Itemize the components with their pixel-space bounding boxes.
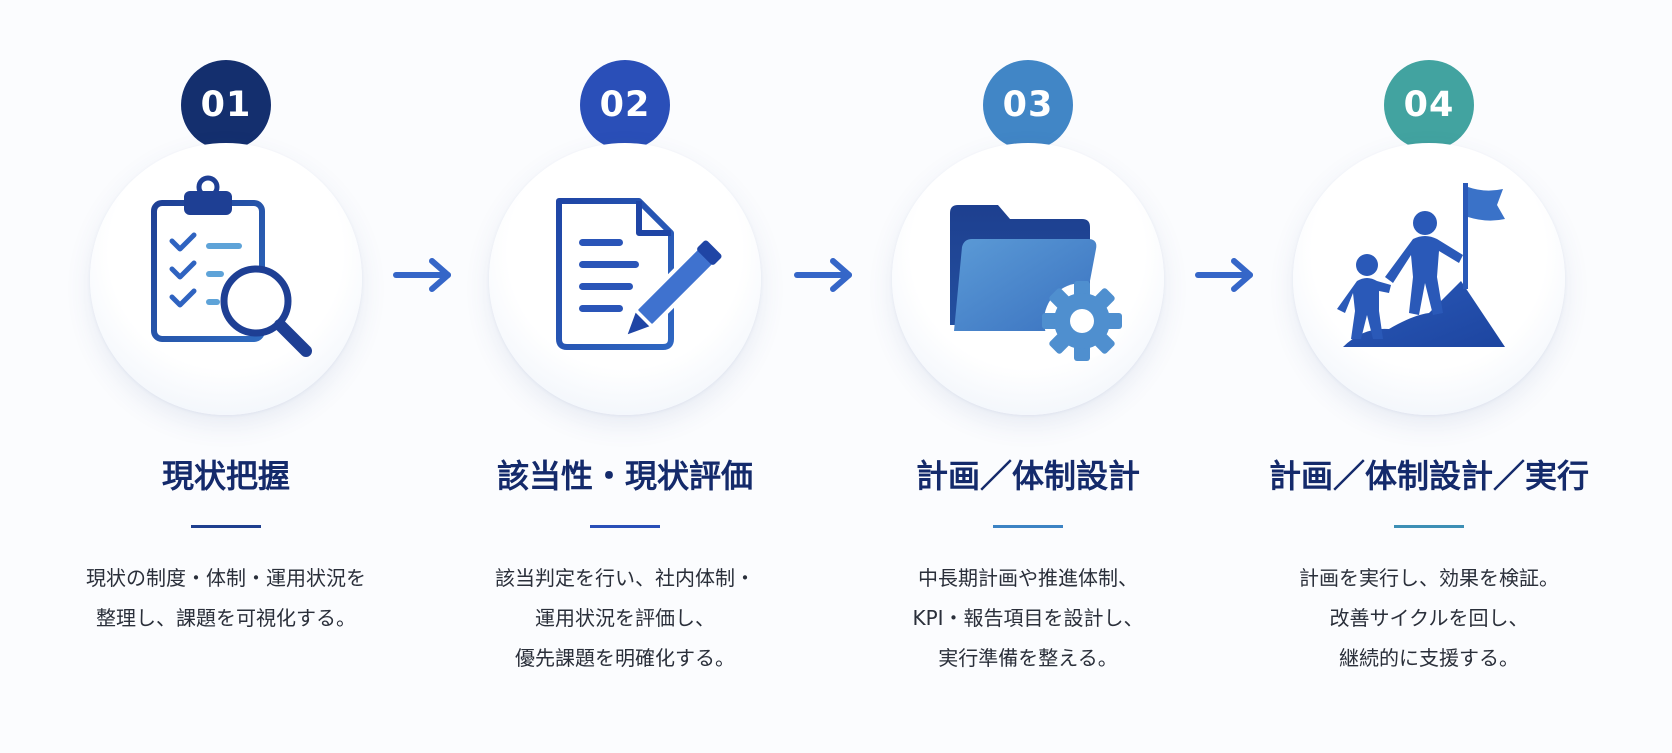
description-line: 計画を実行し、効果を検証。: [1299, 566, 1559, 590]
step-description: 該当判定を行い、社内体制・ 運用状況を評価し、 優先課題を明確化する。: [425, 558, 825, 678]
mountain-flag-icon: [1337, 183, 1505, 347]
title-underline: [1394, 525, 1464, 528]
document-edit-icon: [556, 198, 724, 350]
clipboard-search-icon: [151, 175, 312, 357]
title-underline: [993, 525, 1063, 528]
description-line: 該当判定を行い、社内体制・: [495, 566, 755, 590]
step-number-badge: 04: [1384, 60, 1474, 150]
description-line: KPI・報告項目を設計し、: [912, 606, 1144, 630]
icon-circle: [892, 143, 1164, 415]
description-line: 改善サイクルを回し、: [1329, 606, 1529, 630]
step-number-badge: 03: [983, 60, 1073, 150]
step-description: 計画を実行し、効果を検証。 改善サイクルを回し、 継続的に支援する。: [1229, 558, 1629, 678]
step-number-badge: 02: [580, 60, 670, 150]
step-number-badge: 01: [181, 60, 271, 150]
step-description: 現状の制度・体制・運用状況を 整理し、課題を可視化する。: [26, 558, 426, 638]
description-line: 継続的に支援する。: [1339, 646, 1519, 670]
title-underline: [590, 525, 660, 528]
icon-circle: [1293, 143, 1565, 415]
description-line: 現状の制度・体制・運用状況を: [86, 566, 366, 590]
title-underline: [191, 525, 261, 528]
arrow-right-icon: [1195, 258, 1253, 292]
step-4: 04 計画／体: [1229, 0, 1629, 753]
step-title: 該当性・現状評価: [496, 457, 753, 495]
description-line: 中長期計画や推進体制、: [918, 566, 1138, 590]
arrow-right-icon: [794, 258, 852, 292]
description-line: 実行準備を整える。: [938, 646, 1118, 670]
folder-gear-icon: [950, 205, 1122, 361]
step-2: 02: [425, 0, 825, 753]
description-line: 整理し、課題を可視化する。: [96, 606, 356, 630]
step-title: 計画／体制設計／実行: [1268, 457, 1589, 495]
step-title: 現状把握: [161, 457, 290, 495]
description-line: 優先課題を明確化する。: [515, 646, 735, 670]
arrow-right-icon: [393, 258, 451, 292]
icon-circle: [489, 143, 761, 415]
description-line: 運用状況を評価し、: [535, 606, 715, 630]
step-3: 03: [828, 0, 1228, 753]
step-description: 中長期計画や推進体制、 KPI・報告項目を設計し、 実行準備を整える。: [828, 558, 1228, 678]
step-1: 01: [26, 0, 426, 753]
icon-circle: [90, 143, 362, 415]
step-title: 計画／体制設計: [915, 457, 1140, 495]
